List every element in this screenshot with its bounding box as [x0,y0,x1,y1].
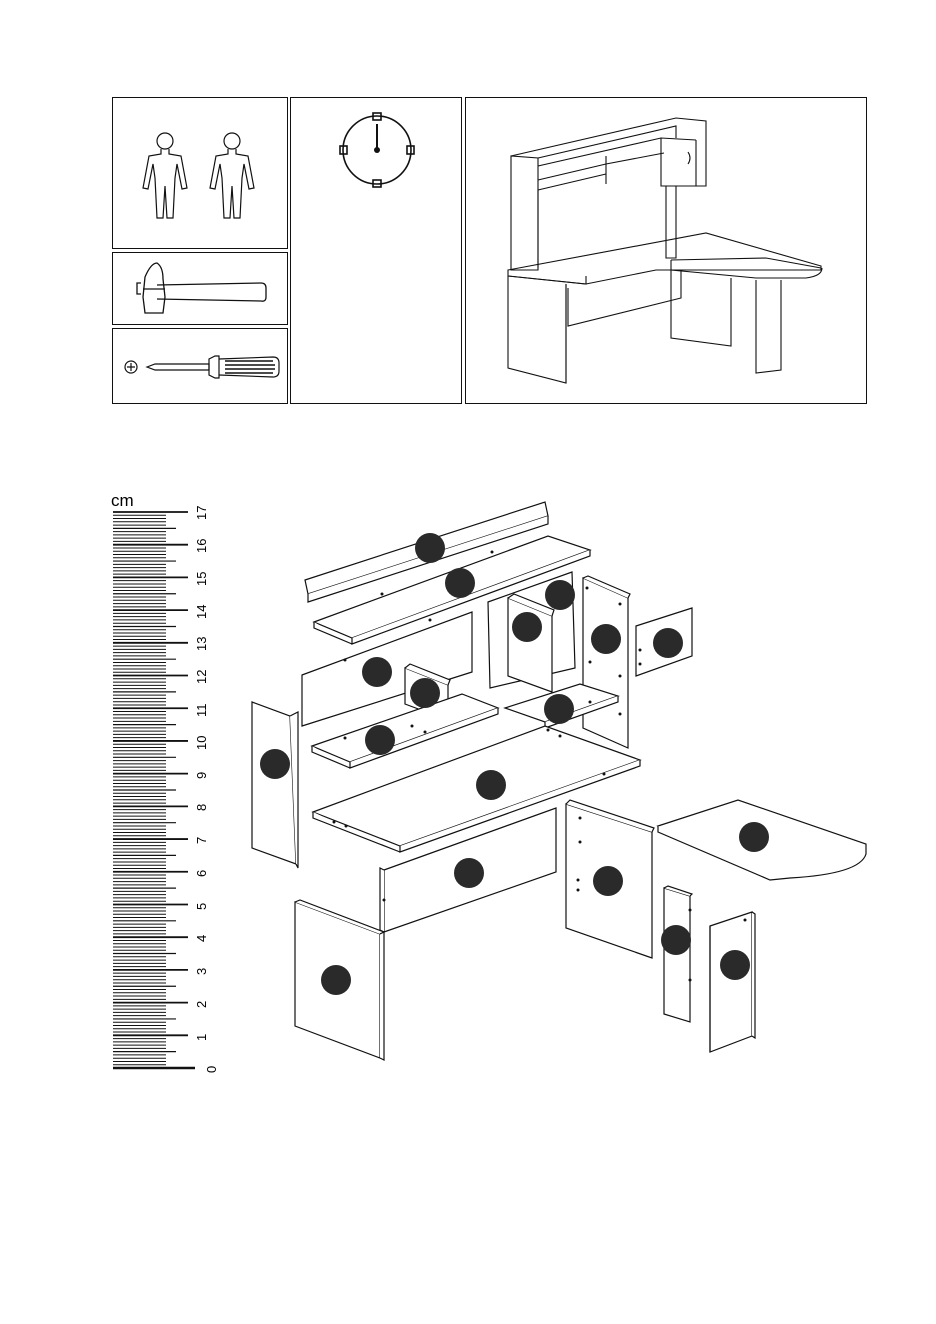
screwdriver-panel [112,328,288,404]
part-marker [410,678,440,708]
phillips-screwdriver-icon [113,329,289,405]
part-left-panel [252,702,298,868]
part-marker [661,925,691,955]
part-marker [593,866,623,896]
part-marker [260,749,290,779]
part-marker [445,568,475,598]
part-marker [653,628,683,658]
part-marker [720,950,750,980]
part-marker [739,822,769,852]
part-right-leg [710,912,755,1052]
parts-diagram [0,480,936,1080]
hammer-panel [112,252,288,325]
hammer-icon [113,253,289,326]
part-marker [365,725,395,755]
part-marker [321,965,351,995]
part-marker [544,694,574,724]
part-marker [591,624,621,654]
two-persons-icon [113,98,289,250]
part-marker [512,612,542,642]
part-cabinet-side [508,594,554,692]
clock-icon [291,98,463,405]
part-marker [362,657,392,687]
part-marker [476,770,506,800]
part-marker [454,858,484,888]
assembled-corner-desk [466,98,868,405]
assembled-desk-panel [465,97,867,404]
persons-panel [112,97,288,249]
part-marker [415,533,445,563]
part-marker [545,580,575,610]
assembly-time-panel [290,97,462,404]
